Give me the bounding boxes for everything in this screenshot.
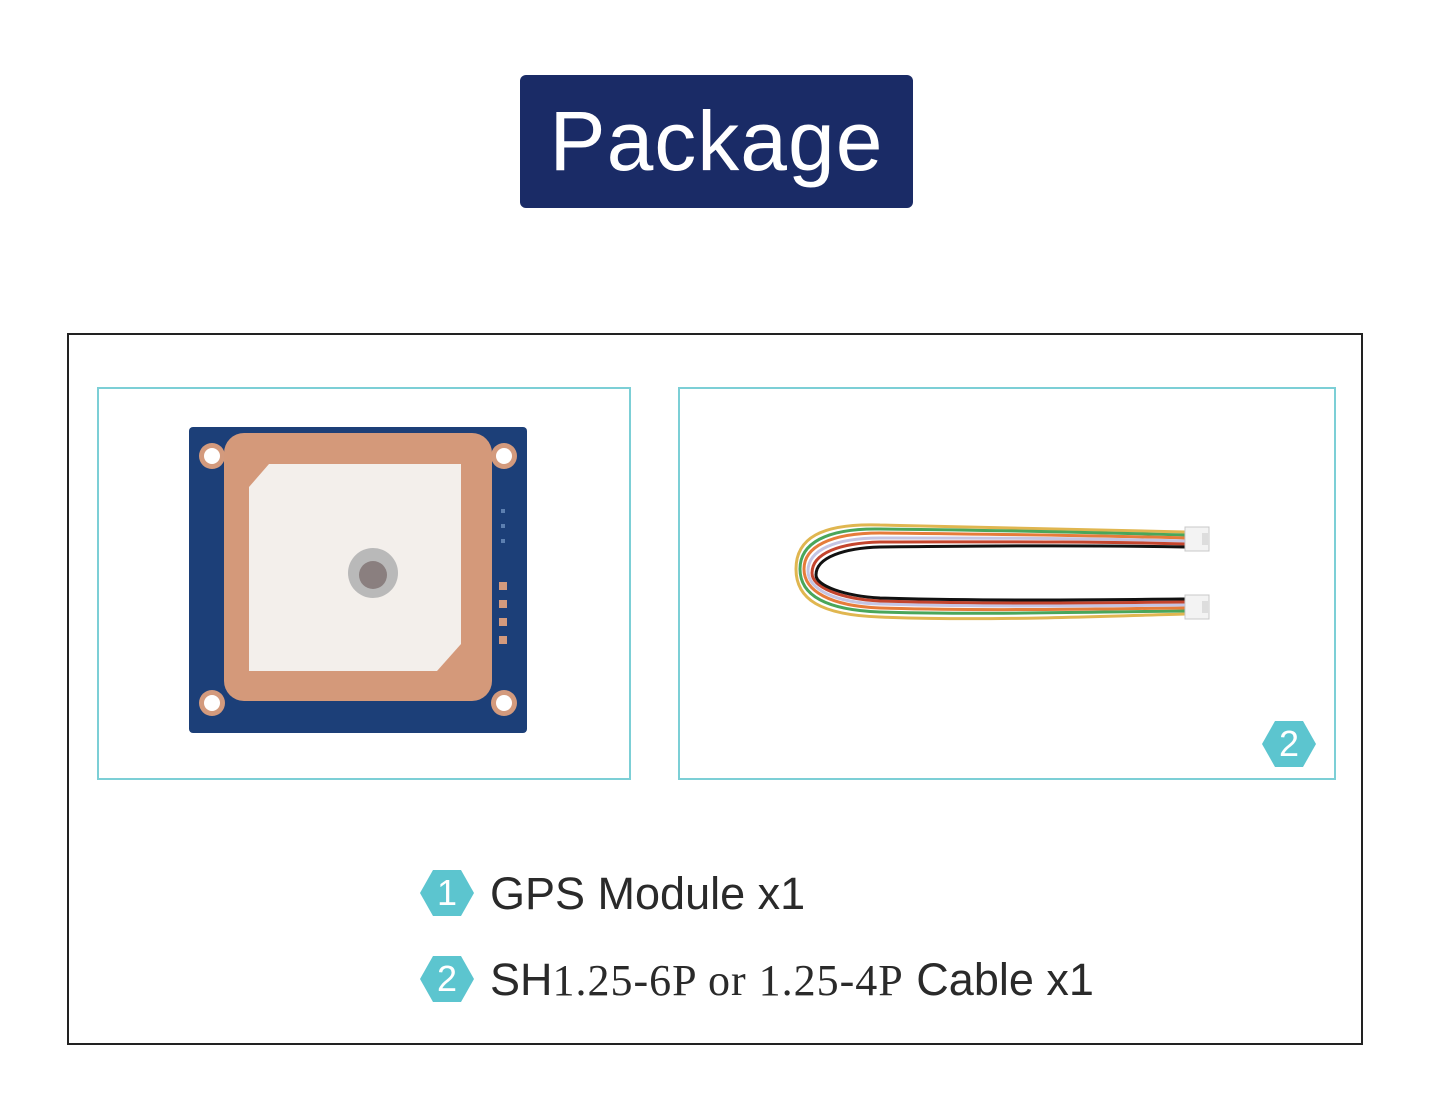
cable-image — [794, 523, 1210, 621]
item-number-badge: 2 — [1262, 720, 1316, 768]
connector-bottom — [1184, 594, 1210, 620]
item-label-cable: SH1.25-6P or 1.25-4P Cable x1 — [490, 954, 1094, 1005]
package-frame — [67, 333, 1363, 1045]
cable-panel — [678, 387, 1336, 780]
gps-module-panel — [97, 387, 631, 780]
item-number-badge: 1 — [420, 869, 474, 917]
item-number-badge: 2 — [420, 955, 474, 1003]
cable-wires — [794, 523, 1186, 621]
page-title: Package — [549, 93, 884, 188]
connector-top — [1184, 526, 1210, 552]
mounting-holes — [199, 443, 517, 716]
title-badge: Package — [520, 75, 913, 208]
gps-module-image — [189, 427, 527, 733]
side-pads — [499, 582, 507, 644]
item-label-gps-module: GPS Module x1 — [490, 868, 806, 919]
